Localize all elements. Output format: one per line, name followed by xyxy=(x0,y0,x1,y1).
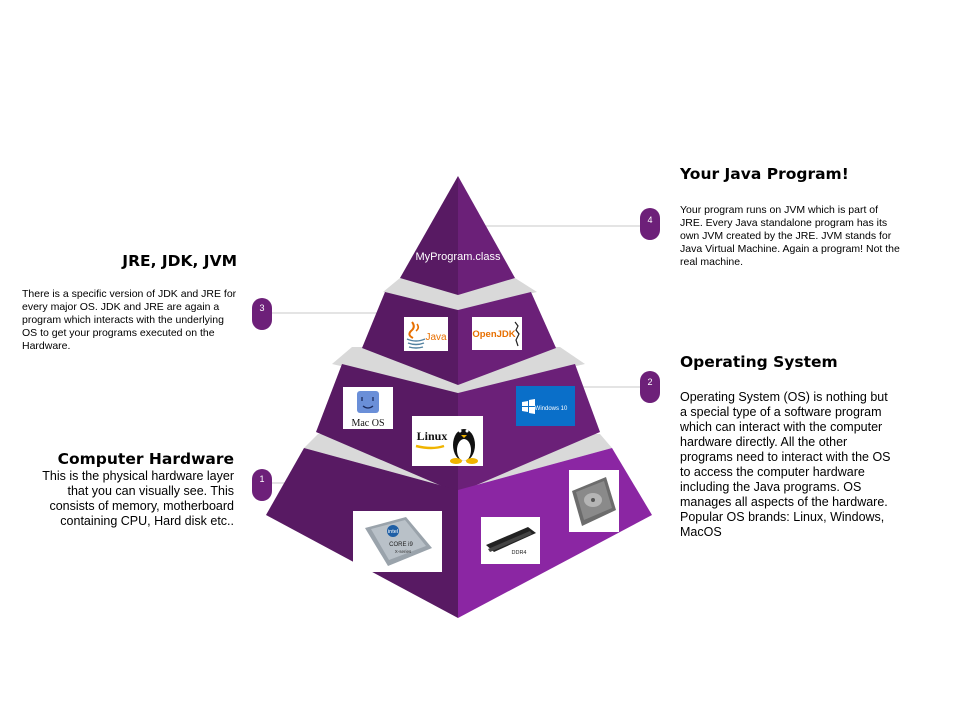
java-logo: Java xyxy=(404,317,448,351)
tier-java-program: MyProgram.class xyxy=(400,176,515,295)
ram-icon: DDR4 xyxy=(481,517,540,564)
section-hardware: Computer Hardware This is the physical h… xyxy=(20,450,234,529)
badge-1: 1 xyxy=(252,469,272,501)
svg-text:Linux: Linux xyxy=(417,429,448,443)
top-label: MyProgram.class xyxy=(416,251,501,263)
svg-text:CORE i9: CORE i9 xyxy=(389,542,413,548)
section-jre: JRE, JDK, JVM There is a specific versio… xyxy=(22,252,237,353)
section-title: Computer Hardware xyxy=(57,450,234,468)
windows-logo: Windows 10 xyxy=(516,386,575,426)
section-desc: Your program runs on JVM which is part o… xyxy=(680,204,900,268)
svg-text:OpenJDK: OpenJDK xyxy=(472,329,515,340)
cpu-icon: intel CORE i9 X-series xyxy=(353,511,442,572)
openjdk-logo: OpenJDK xyxy=(472,317,522,350)
svg-text:Windows 10: Windows 10 xyxy=(535,406,568,412)
hard-disk-icon xyxy=(569,470,619,532)
section-desc: This is the physical hardware layer that… xyxy=(42,469,234,528)
section-desc: There is a specific version of JDK and J… xyxy=(22,288,237,352)
svg-text:intel: intel xyxy=(388,529,398,535)
section-title: Operating System xyxy=(680,353,838,371)
section-os: Operating System Operating System (OS) i… xyxy=(680,353,898,540)
section-desc: Operating System (OS) is nothing but a s… xyxy=(680,390,891,539)
section-java-program: Your Java Program! Your program runs on … xyxy=(680,165,900,269)
macos-logo: Mac OS xyxy=(343,387,393,429)
badge-4: 4 xyxy=(640,208,660,240)
svg-text:DDR4: DDR4 xyxy=(512,550,527,556)
linux-logo: Linux xyxy=(412,416,483,466)
svg-text:1: 1 xyxy=(259,474,264,484)
svg-text:2: 2 xyxy=(647,377,652,387)
badge-3: 3 xyxy=(252,298,272,330)
svg-text:Mac OS: Mac OS xyxy=(351,418,384,429)
badge-2: 2 xyxy=(640,371,660,403)
svg-text:Java: Java xyxy=(425,332,447,343)
svg-text:4: 4 xyxy=(647,215,652,225)
section-title: Your Java Program! xyxy=(680,165,849,183)
section-title: JRE, JDK, JVM xyxy=(122,252,237,270)
svg-text:3: 3 xyxy=(259,303,264,313)
svg-text:X-series: X-series xyxy=(395,549,412,554)
